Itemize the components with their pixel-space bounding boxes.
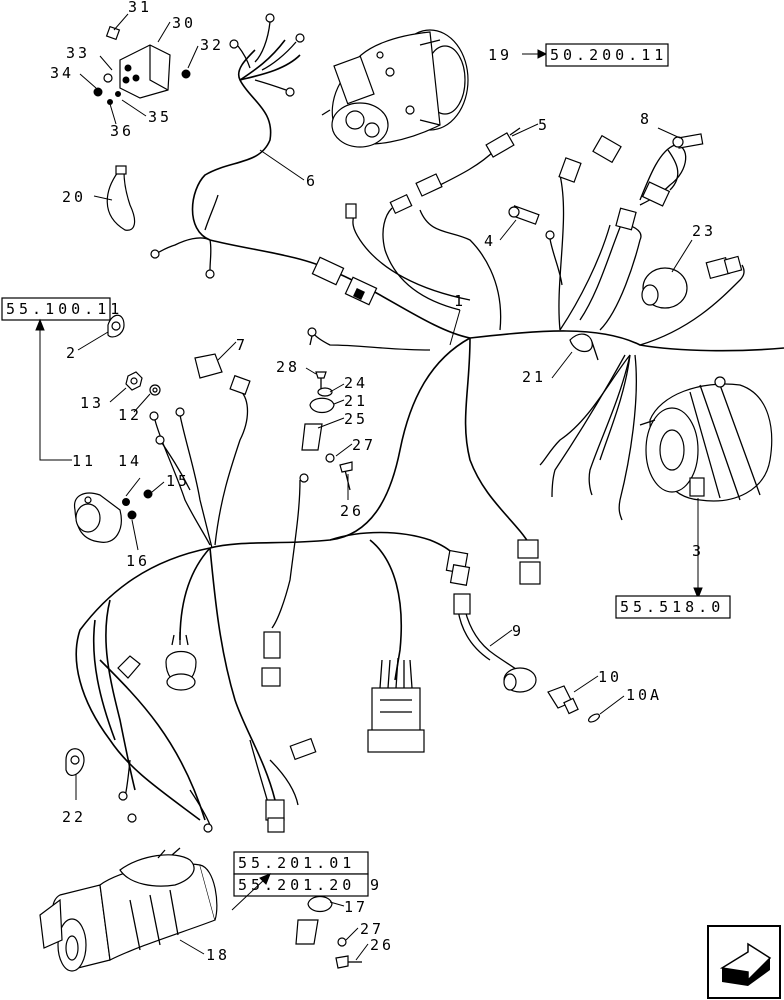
ref-box-compressor	[545, 43, 669, 67]
callout-22: 22	[62, 808, 86, 826]
large-connector-block	[367, 657, 425, 753]
callout-18: 18	[206, 946, 230, 964]
compressor-component	[321, 29, 469, 148]
ref-compressor: 50.200.11	[550, 46, 667, 64]
callout-2: 2	[66, 344, 78, 362]
strap-component	[106, 165, 136, 231]
callout-35: 35	[148, 108, 172, 126]
callout-12: 12	[118, 406, 142, 424]
callout-14: 14	[118, 452, 142, 470]
sensor-10	[547, 685, 601, 723]
ref-alternator: 55.518.0	[620, 598, 724, 616]
callout-25: 25	[344, 410, 368, 428]
callout-1: 1	[454, 292, 466, 310]
callout-17: 17	[344, 898, 368, 916]
reference-boxes: 50.200.11 55.100.11 55.518.0 55.201.01 5…	[1, 43, 731, 911]
ring-terminals-top	[150, 13, 317, 337]
ref-box-left	[1, 297, 111, 321]
nuts-12-13	[125, 371, 161, 396]
callout-5: 5	[538, 116, 550, 134]
next-page-arrow-icon[interactable]	[707, 925, 781, 999]
connector-7	[149, 353, 251, 445]
callout-21a: 21	[522, 368, 546, 386]
callout-24: 24	[344, 374, 368, 392]
connectors-mid	[445, 539, 541, 615]
relay-11	[73, 489, 153, 543]
callout-20: 20	[62, 188, 86, 206]
callout-13: 13	[80, 394, 104, 412]
callout-19: 19	[488, 46, 512, 64]
callout-28: 28	[276, 358, 300, 376]
sensor-5	[345, 127, 521, 219]
callout-3: 3	[692, 542, 704, 560]
callout-31: 31	[128, 0, 152, 16]
clip-22	[65, 748, 85, 776]
callout-4: 4	[484, 232, 496, 250]
branch-wires	[123, 144, 745, 826]
leader-lines	[75, 13, 693, 961]
callout-26b: 26	[370, 936, 394, 954]
callout-32: 32	[200, 36, 224, 54]
connectors-left-lower	[117, 631, 317, 833]
alternator-component	[639, 376, 773, 502]
callout-27b: 27	[360, 920, 384, 938]
main-harness	[75, 39, 784, 821]
callout-10: 10	[598, 668, 622, 686]
callout-21b: 21	[344, 392, 368, 410]
relay-component	[93, 25, 191, 105]
callout-8: 8	[640, 110, 652, 128]
callout-27a: 27	[352, 436, 376, 454]
connector-pair-center	[311, 256, 378, 306]
callout-26a: 26	[340, 502, 364, 520]
callout-15: 15	[166, 472, 190, 490]
callout-6: 6	[306, 172, 318, 190]
callout-labels: 31 30 33 34 32 35 36 6 20 19 5 8 4 23 1 …	[50, 0, 716, 964]
ref-starter-2: 55.201.20	[238, 876, 355, 894]
ref-box-alternator	[615, 595, 731, 619]
starter-motor-component	[39, 847, 218, 972]
callout-30: 30	[172, 14, 196, 32]
hardware-lower	[295, 895, 362, 969]
clip-2	[107, 314, 125, 338]
callout-16: 16	[126, 552, 150, 570]
sensor-9	[503, 667, 537, 693]
sensor-23	[641, 255, 743, 309]
sensor-8	[672, 133, 704, 149]
callout-33: 33	[66, 44, 90, 62]
top-right-connectors	[558, 134, 671, 231]
sensor-4	[508, 205, 563, 286]
callout-11: 11	[72, 452, 96, 470]
callout-34: 34	[50, 64, 74, 82]
ref-starter-1: 55.201.01	[238, 854, 355, 872]
callout-7: 7	[236, 336, 248, 354]
callout-23: 23	[692, 222, 716, 240]
callout-36: 36	[110, 122, 134, 140]
ref-left: 55.100.11	[6, 300, 123, 318]
callout-9: 9	[512, 622, 524, 640]
clamp-21	[569, 333, 599, 361]
callout-10a: 10A	[626, 686, 662, 704]
